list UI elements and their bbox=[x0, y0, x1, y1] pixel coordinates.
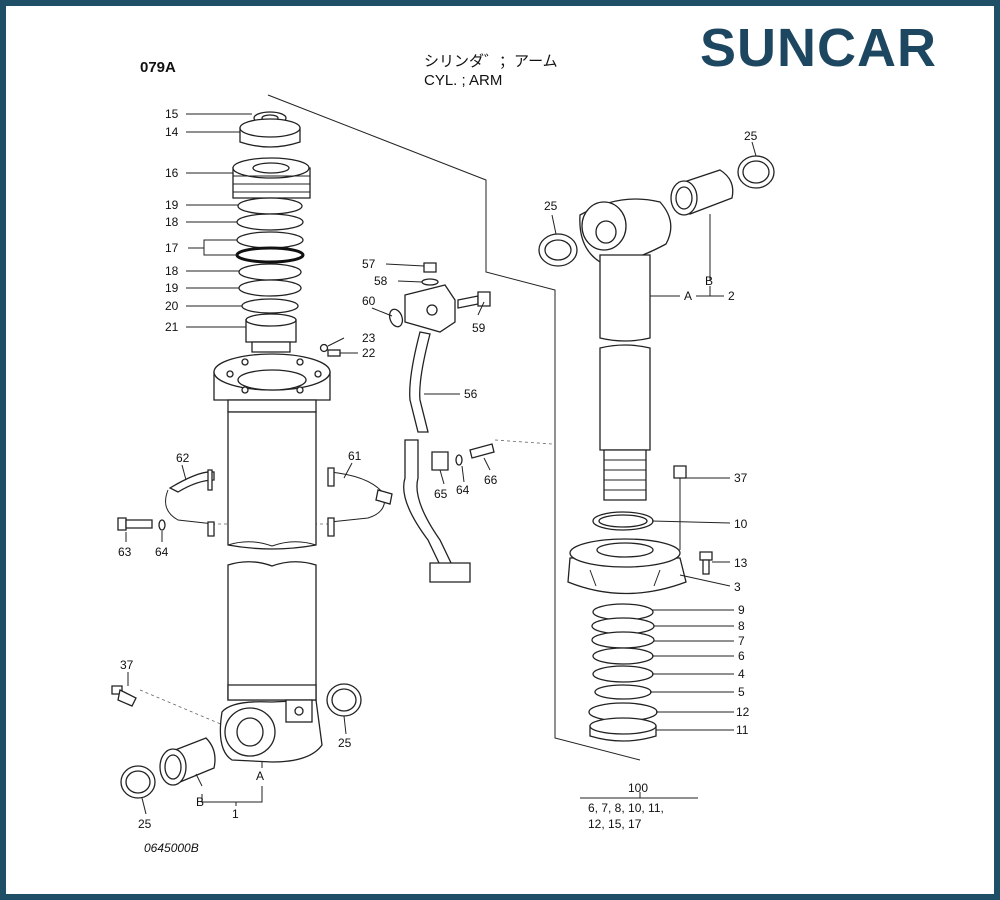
grease-fitting-body bbox=[117, 689, 137, 707]
leader-lines-right bbox=[551, 141, 757, 799]
callout-59: 59 bbox=[472, 321, 486, 335]
callout-11: 11 bbox=[736, 723, 749, 737]
leader-lines bbox=[125, 113, 491, 815]
callout-14: 14 bbox=[165, 125, 179, 139]
callout-57: 57 bbox=[362, 257, 376, 271]
callout-37: 37 bbox=[120, 658, 134, 672]
callout-18: 18 bbox=[165, 215, 179, 229]
callout-61: 61 bbox=[348, 449, 362, 463]
callout-25c: 25 bbox=[138, 817, 152, 831]
callout-18b: 18 bbox=[165, 264, 179, 278]
callout-8: 8 bbox=[738, 619, 745, 633]
callout-23: 23 bbox=[362, 331, 376, 345]
bushing-left bbox=[120, 683, 362, 799]
callout-13: 13 bbox=[734, 556, 748, 570]
callout-9: 9 bbox=[738, 603, 745, 617]
callout-6: 6 bbox=[738, 649, 745, 663]
bolt-and-washer bbox=[117, 517, 166, 531]
callout-15: 15 bbox=[165, 107, 179, 121]
diagram-code: 079A bbox=[140, 59, 176, 76]
callout-66: 66 bbox=[484, 473, 498, 487]
cylinder-tube-assembly bbox=[213, 111, 341, 763]
rod-assembly bbox=[538, 155, 775, 742]
logo-text: SUNCAR bbox=[700, 18, 937, 78]
boundary-line bbox=[267, 94, 641, 761]
callout-10: 10 bbox=[734, 517, 748, 531]
callout-60: 60 bbox=[362, 294, 376, 308]
callout-64b: 64 bbox=[155, 545, 169, 559]
callout-25e: 25 bbox=[744, 129, 758, 143]
callout-b-right: B bbox=[705, 274, 713, 288]
callout-3: 3 bbox=[734, 580, 741, 594]
callout-5: 5 bbox=[738, 685, 745, 699]
callout-62: 62 bbox=[176, 451, 190, 465]
kit-number: 100 bbox=[628, 781, 648, 795]
callout-25d: 25 bbox=[544, 199, 558, 213]
callout-17: 17 bbox=[165, 241, 179, 255]
callout-25: 25 bbox=[338, 736, 352, 750]
callout-65: 65 bbox=[434, 487, 448, 501]
callout-21: 21 bbox=[165, 320, 179, 334]
callout-19: 19 bbox=[165, 198, 179, 212]
kit-line-1: 6, 7, 8, 10, 11, bbox=[588, 801, 664, 815]
callout-1: 1 bbox=[232, 807, 239, 821]
callout-a-left: A bbox=[256, 769, 264, 783]
drawing-number: 0645000B bbox=[144, 841, 199, 855]
callout-12: 12 bbox=[736, 705, 750, 719]
callout-22: 22 bbox=[362, 346, 376, 360]
kit-line-2: 12, 15, 17 bbox=[588, 817, 642, 831]
callout-b-left: B bbox=[196, 795, 204, 809]
leader-dash bbox=[494, 439, 553, 445]
clamp-bands bbox=[165, 467, 393, 537]
callout-a-right: A bbox=[684, 289, 692, 303]
callout-63: 63 bbox=[118, 545, 132, 559]
title-en: CYL. ; ARM bbox=[424, 72, 502, 89]
callout-7: 7 bbox=[738, 634, 745, 648]
callout-64: 64 bbox=[456, 483, 470, 497]
callout-19b: 19 bbox=[165, 281, 179, 295]
callout-58: 58 bbox=[374, 274, 388, 288]
callout-4: 4 bbox=[738, 667, 745, 681]
leader-dash bbox=[139, 689, 231, 729]
callout-20: 20 bbox=[165, 299, 179, 313]
callout-56: 56 bbox=[464, 387, 478, 401]
callout-16: 16 bbox=[165, 166, 179, 180]
pipe-assembly bbox=[388, 262, 495, 583]
title-jp: シリンダ゛；アーム bbox=[424, 53, 558, 70]
callout-2: 2 bbox=[728, 289, 735, 303]
callout-37b: 37 bbox=[734, 471, 748, 485]
